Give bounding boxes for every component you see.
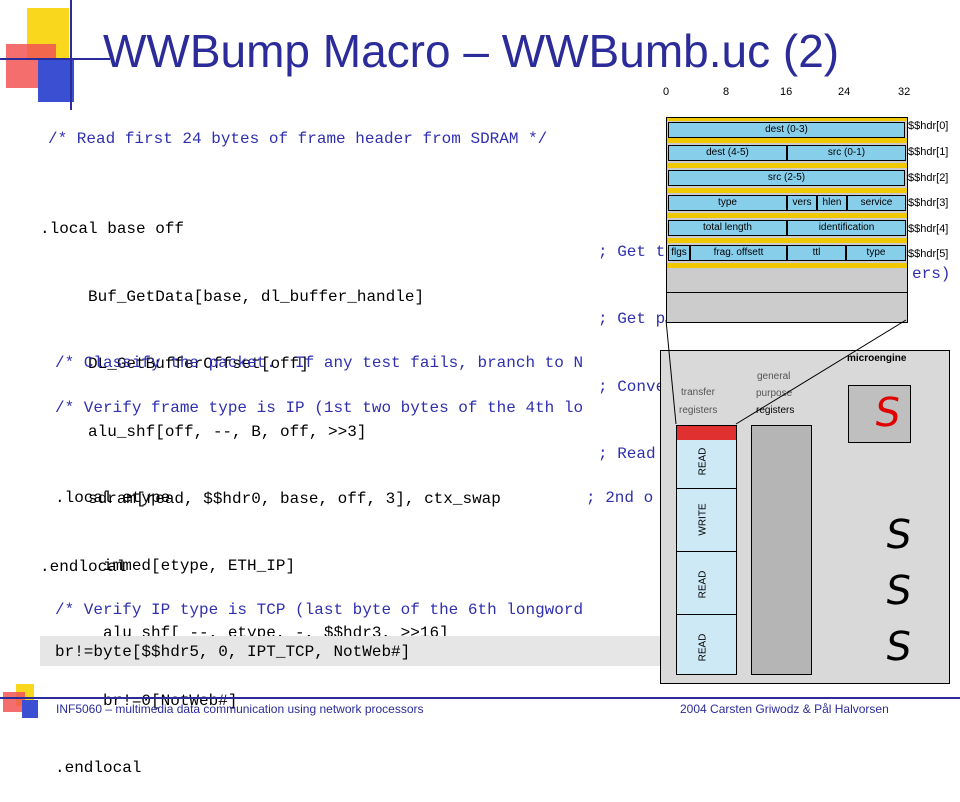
code-line: .local base off bbox=[40, 220, 185, 238]
code-trailing-text: ers) bbox=[912, 265, 951, 283]
bank-label-read: READ bbox=[697, 447, 709, 476]
bit-label: 0 bbox=[663, 86, 670, 98]
row-separator bbox=[667, 118, 907, 121]
row-separator bbox=[667, 188, 907, 193]
field-service: service bbox=[847, 195, 906, 211]
field-protocol-type: type bbox=[846, 245, 906, 261]
code-side-comment: ; Conve bbox=[598, 377, 666, 396]
code-comment-verify-ip: /* Verify frame type is IP (1st two byte… bbox=[55, 399, 584, 417]
row-separator bbox=[667, 138, 907, 143]
register-label: $$hdr[5] bbox=[908, 248, 949, 260]
general-label-line2: purpose bbox=[756, 388, 793, 399]
field-type: type bbox=[668, 195, 787, 211]
thread-squiggle: S bbox=[882, 624, 915, 670]
bank-divider bbox=[677, 614, 736, 615]
code-line: DL_GetBufferOffset[off] bbox=[40, 355, 309, 373]
row-separator bbox=[667, 263, 907, 268]
header-diagram: 0 8 16 24 32 dest (0-3) dest (4-5) src (… bbox=[663, 86, 960, 323]
footer-rule bbox=[0, 697, 960, 699]
field-src-2-5: src (2-5) bbox=[668, 170, 905, 186]
bank-divider bbox=[677, 488, 736, 489]
code-side-comments-1: ; Get t ; Get p ; Conve ; Read bbox=[598, 196, 665, 489]
slide-title: WWBump Macro – WWBumb.uc (2) bbox=[103, 25, 840, 77]
thread-squiggle: S bbox=[882, 568, 915, 614]
row-separator bbox=[667, 213, 907, 218]
code-side-comment: ; Read bbox=[598, 445, 656, 463]
field-dest-0-3: dest (0-3) bbox=[668, 122, 905, 138]
register-label: $$hdr[3] bbox=[908, 197, 949, 209]
field-dest-4-5: dest (4-5) bbox=[668, 145, 787, 161]
bit-label: 24 bbox=[838, 86, 851, 98]
microengine-panel: microengine transfer registers general p… bbox=[660, 350, 950, 684]
register-label: $$hdr[4] bbox=[908, 223, 949, 235]
footer-logo-blue bbox=[22, 700, 38, 718]
register-label: $$hdr[0] bbox=[908, 120, 949, 132]
thread-squiggle: S bbox=[882, 512, 915, 558]
code-final-line: br!=byte[$$hdr5, 0, IPT_TCP, NotWeb#] bbox=[55, 643, 411, 661]
code-side-comment: ; Get t bbox=[598, 242, 666, 261]
code-line: sdram[read, $$hdr0, base, off, 3], ctx_s… bbox=[40, 490, 501, 508]
logo-line-horizontal bbox=[0, 58, 110, 60]
footer-authors: 2004 Carsten Griwodz & Pål Halvorsen bbox=[680, 702, 889, 716]
code-line: .endlocal bbox=[55, 759, 142, 777]
bank-label-read: READ bbox=[697, 570, 709, 599]
code-line: br!=0[NotWeb#] bbox=[55, 691, 238, 710]
transfer-registers: READ WRITE READ READ bbox=[676, 425, 737, 675]
code-line: Buf_GetData[base, dl_buffer_handle] bbox=[40, 287, 425, 306]
field-flgs: flgs bbox=[668, 245, 690, 261]
field-frag-offset: frag. offsett bbox=[690, 245, 787, 261]
bit-label: 16 bbox=[780, 86, 793, 98]
code-block-2: .local etype immed[etype, ETH_IP] alu_sh… bbox=[55, 442, 449, 802]
code-comment-read-header: /* Read first 24 bytes of frame header f… bbox=[48, 130, 548, 148]
bit-label: 8 bbox=[723, 86, 730, 98]
bank-label-read: READ bbox=[697, 633, 709, 662]
code-comment-verify-tcp: /* Verify IP type is TCP (last byte of t… bbox=[55, 601, 584, 619]
field-vers: vers bbox=[787, 195, 817, 211]
code-line: alu_shf[off, --, B, off, >>3] bbox=[40, 422, 367, 441]
bank-divider bbox=[677, 551, 736, 552]
logo-line-vertical bbox=[70, 0, 72, 110]
general-label-line3: registers bbox=[756, 405, 795, 416]
register-label: $$hdr[1] bbox=[908, 146, 949, 158]
header-grid: dest (0-3) dest (4-5) src (0-1) src (2-5… bbox=[666, 117, 908, 323]
row-separator bbox=[667, 238, 907, 243]
bank-label-write: WRITE bbox=[697, 503, 709, 536]
code-side-comment-2: ; 2nd o bbox=[586, 489, 654, 507]
microengine-label: microengine bbox=[847, 353, 907, 364]
general-purpose-registers bbox=[751, 425, 812, 675]
code-line: immed[etype, ETH_IP] bbox=[55, 556, 296, 575]
field-ttl: ttl bbox=[787, 245, 846, 261]
transfer-label-line1: transfer bbox=[681, 387, 715, 398]
bit-label: 32 bbox=[898, 86, 911, 98]
row-separator bbox=[667, 163, 907, 168]
row-divider bbox=[667, 292, 907, 293]
field-src-0-1: src (0-1) bbox=[787, 145, 906, 161]
register-label: $$hdr[2] bbox=[908, 172, 949, 184]
code-side-comment: ; Get p bbox=[598, 310, 666, 328]
logo-square-blue bbox=[38, 58, 74, 102]
code-block-1: .local base off Buf_GetData[base, dl_buf… bbox=[40, 173, 501, 601]
code-comment-classify: /* Classify the packet. If any test fail… bbox=[55, 354, 584, 372]
code-line: .local etype bbox=[55, 489, 171, 507]
logo-decoration bbox=[0, 0, 110, 110]
field-identification: identification bbox=[787, 220, 906, 236]
transfer-label-line2: registers bbox=[679, 405, 718, 416]
field-total-length: total length bbox=[668, 220, 787, 236]
field-hlen: hlen bbox=[817, 195, 847, 211]
footer-course: INF5060 – multimedia data communication … bbox=[56, 702, 424, 716]
active-register-highlight bbox=[677, 426, 736, 440]
code-line: .endlocal bbox=[40, 557, 127, 576]
footer-logo bbox=[0, 680, 56, 720]
general-label-line1: general bbox=[757, 371, 791, 382]
